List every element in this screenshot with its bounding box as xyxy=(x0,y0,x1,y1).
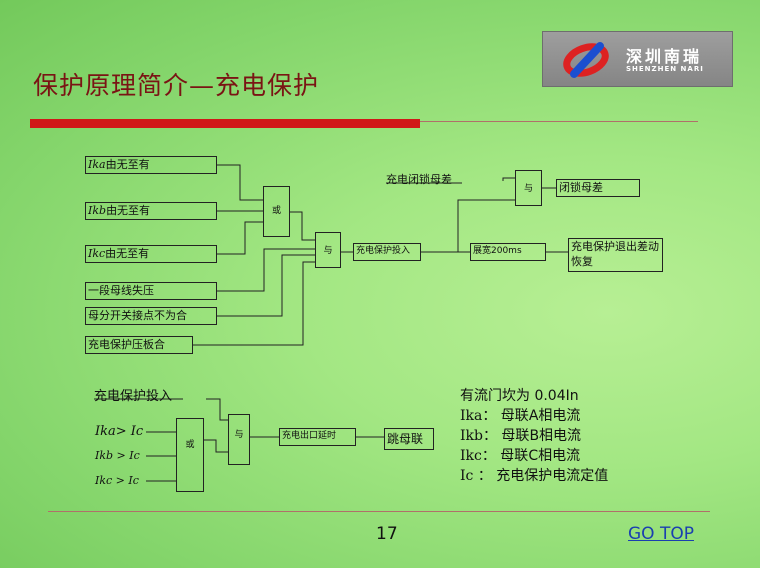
notes-block: 有流门坎为 0.04In Ika： 母联A相电流 Ikb： 母联B相电流 Ikc… xyxy=(460,386,608,486)
or-gate: 或 xyxy=(263,186,290,237)
title-divider-line xyxy=(420,121,698,122)
title-underline-bar xyxy=(30,119,420,128)
ikb-condition: Ikb > Ic xyxy=(95,449,140,462)
note-ic: Ic ： 充电保护电流定值 xyxy=(460,468,609,484)
charge-exit-delay-box: 充电出口延时 xyxy=(279,428,356,446)
footer-divider-line xyxy=(48,511,710,512)
and-gate-3: 与 xyxy=(228,414,250,465)
input-segment-voltage-loss: 一段母线失压 xyxy=(85,282,217,300)
logo-english-text: SHENZHEN NARI xyxy=(626,65,704,73)
note-ika: Ika： 母联A相电流 xyxy=(460,408,581,424)
input-ikb: Ikb由无至有 xyxy=(85,202,217,220)
input-ikc: Ikc由无至有 xyxy=(85,245,217,263)
logo-emblem-icon xyxy=(563,42,609,78)
charge-protection-enabled-box: 充电保护投入 xyxy=(353,243,421,261)
or-gate-2: 或 xyxy=(176,418,204,492)
ikc-condition: Ikc > Ic xyxy=(95,474,139,487)
note-threshold: 有流门坎为 0.04In xyxy=(460,388,579,404)
input-ika: Ika由无至有 xyxy=(85,156,217,174)
page-number: 17 xyxy=(376,524,398,544)
go-top-link[interactable]: GO TOP xyxy=(628,524,694,544)
page-title: 保护原理简介—充电保护 xyxy=(33,71,320,100)
input-switch-contact: 母分开关接点不为合 xyxy=(85,307,217,325)
input-plate: 充电保护压板合 xyxy=(85,336,193,354)
and-gate: 与 xyxy=(315,232,341,268)
ika-condition: Ika> Ic xyxy=(95,424,144,439)
note-ikb: Ikb： 母联B相电流 xyxy=(460,428,582,444)
lock-busbar-diff-box: 闭锁母差 xyxy=(556,179,640,197)
pulse-extend-box: 展宽200ms xyxy=(470,243,546,261)
exit-protection-box: 充电保护退出差动恢复 xyxy=(568,238,663,272)
lock-label: 充电闭锁母差 xyxy=(386,173,452,186)
logo-chinese-text: 深圳南瑞 xyxy=(626,47,703,66)
charge-protection-label: 充电保护投入 xyxy=(94,389,173,404)
and-gate-2: 与 xyxy=(515,170,542,206)
trip-bus-tie-box: 跳母联 xyxy=(384,428,434,450)
note-ikc: Ikc： 母联C相电流 xyxy=(460,448,581,464)
